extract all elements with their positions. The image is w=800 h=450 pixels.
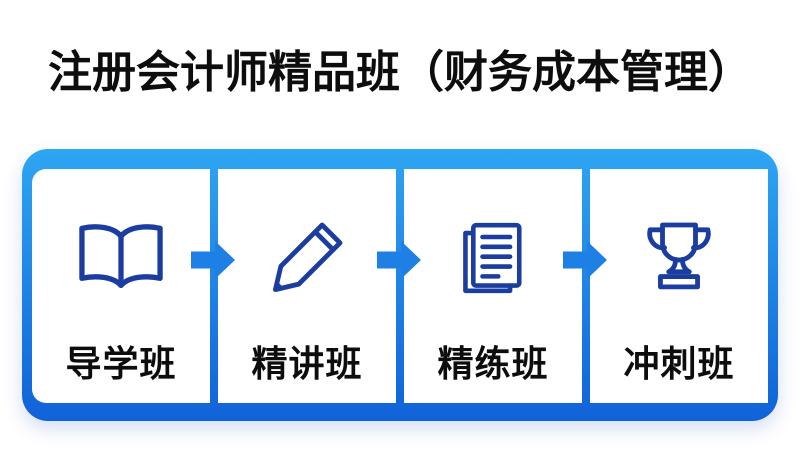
stage-practice-class: 精练班 bbox=[404, 168, 582, 403]
page-title: 注册会计师精品班（财务成本管理） bbox=[48, 48, 752, 97]
stage-sprint-class: 冲刺班 bbox=[590, 168, 768, 403]
course-banner: 注册会计师精品班（财务成本管理） 导学班 精讲班 bbox=[22, 48, 778, 421]
book-icon bbox=[71, 205, 171, 311]
stage-lecture-class: 精讲班 bbox=[218, 168, 396, 403]
stage-label: 导学班 bbox=[65, 342, 177, 384]
pencil-icon bbox=[263, 205, 351, 311]
trophy-icon bbox=[635, 205, 723, 311]
stage-guide-class: 导学班 bbox=[32, 168, 210, 403]
right-arrow-icon bbox=[563, 239, 609, 281]
right-arrow-icon bbox=[191, 239, 237, 281]
stage-label: 精讲班 bbox=[251, 342, 363, 384]
stage-label: 精练班 bbox=[437, 342, 549, 384]
right-arrow-icon bbox=[377, 239, 423, 281]
document-icon bbox=[451, 205, 535, 311]
stage-label: 冲刺班 bbox=[623, 342, 735, 384]
course-flow-panel: 导学班 精讲班 bbox=[22, 148, 778, 421]
